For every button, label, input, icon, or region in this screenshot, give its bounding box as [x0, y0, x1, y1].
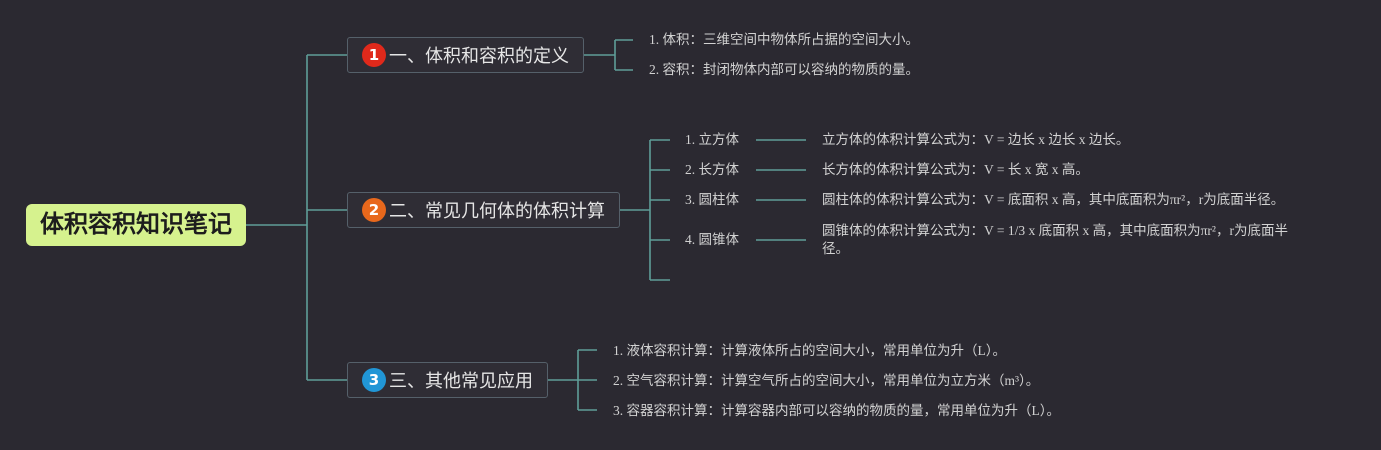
leaf-cube[interactable]: 1. 立方体: [685, 132, 739, 147]
detail-cuboid-formula[interactable]: 长方体的体积计算公式为：V = 长 x 宽 x 高。: [822, 162, 1089, 177]
leaf-cone[interactable]: 4. 圆锥体: [685, 232, 739, 247]
leaf-volume-definition[interactable]: 1. 体积：三维空间中物体所占据的空间大小。: [649, 32, 919, 47]
branch-definitions-label: 一、体积和容积的定义: [389, 46, 569, 67]
branch-definitions[interactable]: 1 一、体积和容积的定义: [347, 37, 584, 73]
branch-applications-label: 三、其他常见应用: [389, 371, 533, 392]
branch-geometry-volume[interactable]: 2 二、常见几何体的体积计算: [347, 192, 620, 228]
root-topic[interactable]: 体积容积知识笔记: [26, 204, 246, 246]
connector-branch-2: [620, 139, 670, 281]
connector-branch-1: [583, 39, 633, 71]
leaf-liquid-capacity[interactable]: 1. 液体容积计算：计算液体所占的空间大小，常用单位为升（L）。: [613, 343, 1006, 358]
leaf-cylinder[interactable]: 3. 圆柱体: [685, 192, 739, 207]
detail-cylinder-formula[interactable]: 圆柱体的体积计算公式为：V = 底面积 x 高，其中底面积为πr²，r为底面半径…: [822, 192, 1285, 207]
connector-branch-2-details: [756, 139, 806, 241]
number-badge-1-icon: 1: [362, 43, 386, 67]
detail-cone-formula[interactable]: 圆锥体的体积计算公式为：V = 1/3 x 底面积 x 高，其中底面积为πr²，…: [822, 223, 1288, 256]
branch-geometry-volume-label: 二、常见几何体的体积计算: [389, 201, 605, 222]
leaf-air-capacity[interactable]: 2. 空气容积计算：计算空气所占的空间大小，常用单位为立方米（m³）。: [613, 373, 1040, 388]
connector-root-trunk: [246, 54, 347, 381]
number-badge-3-icon: 3: [362, 368, 386, 392]
leaf-container-capacity[interactable]: 3. 容器容积计算：计算容器内部可以容纳的物质的量，常用单位为升（L）。: [613, 403, 1060, 418]
detail-cube-formula[interactable]: 立方体的体积计算公式为：V = 边长 x 边长 x 边长。: [822, 132, 1130, 147]
number-badge-2-icon: 2: [362, 198, 386, 222]
branch-applications[interactable]: 3 三、其他常见应用: [347, 362, 548, 398]
leaf-cuboid[interactable]: 2. 长方体: [685, 162, 739, 177]
leaf-capacity-definition[interactable]: 2. 容积：封闭物体内部可以容纳的物质的量。: [649, 62, 919, 77]
connector-branch-3: [548, 349, 597, 411]
